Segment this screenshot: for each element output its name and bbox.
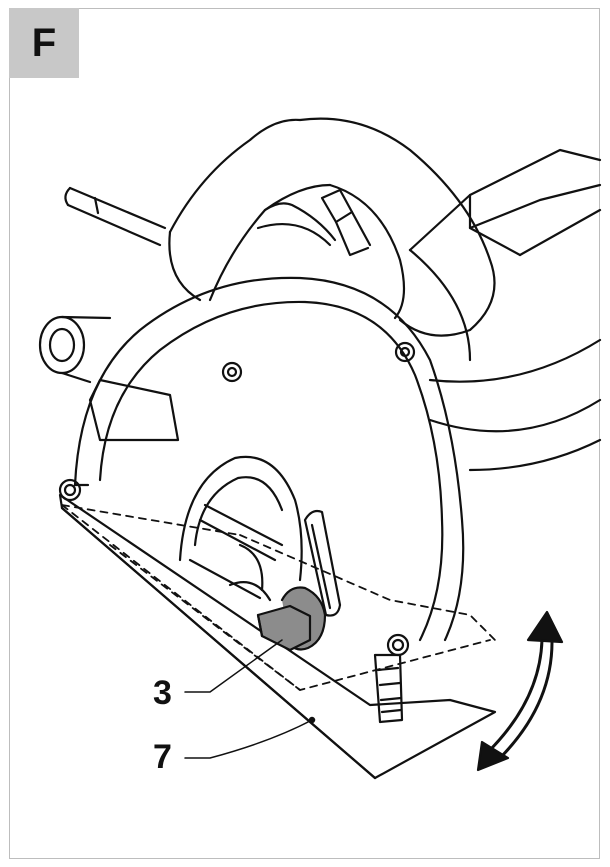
power-cord: [64, 186, 167, 247]
guard-screw-left: [58, 478, 82, 502]
depth-scale: [373, 653, 404, 724]
base-plate-tilted-outline: [61, 504, 496, 691]
trigger: [320, 188, 372, 257]
guard-screw-mid: [394, 341, 416, 363]
blade-guard: [73, 276, 465, 642]
figure-frame: [9, 8, 600, 859]
leader-line-7: [184, 716, 316, 759]
callout-7: 7: [153, 738, 172, 776]
motor-housing: [408, 148, 602, 472]
figure-label: F: [31, 20, 57, 65]
guard-screw-right: [386, 633, 410, 657]
guard-screw-top: [221, 361, 243, 383]
callout-3: 3: [153, 674, 172, 712]
dust-port: [38, 315, 112, 384]
figure-label-box: F: [9, 8, 79, 78]
blade-window: [178, 455, 303, 602]
base-plate: [58, 493, 497, 780]
bevel-slot: [303, 509, 342, 617]
bevel-lock-knob: [256, 586, 327, 652]
saw-handle: [168, 117, 496, 337]
tilt-direction-arrow: [476, 610, 564, 772]
leader-line-3: [184, 639, 283, 693]
